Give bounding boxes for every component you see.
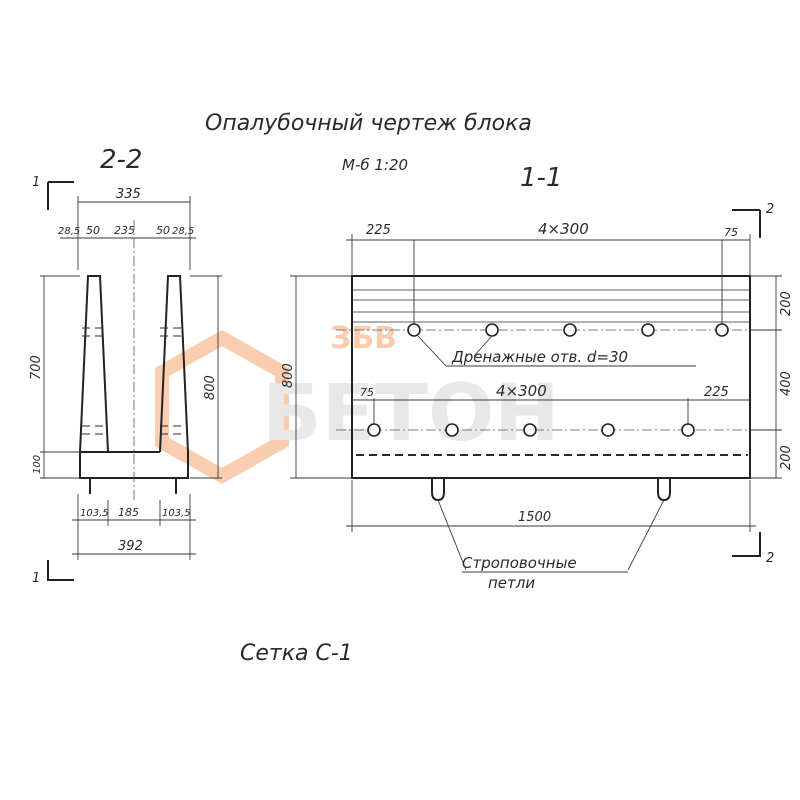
section-1-1-title: 1-1 [520, 163, 562, 193]
section-2-2-drawing: 335 28,5 50 235 50 28,5 700 100 800 103,… [29, 187, 222, 560]
svg-text:1500: 1500 [518, 510, 551, 525]
svg-text:28,5: 28,5 [172, 226, 194, 237]
drain-hole [407, 323, 421, 337]
section-2-2-title: 2-2 [100, 145, 142, 175]
svg-text:1: 1 [32, 571, 40, 586]
drawing-title: Опалубочный чертеж блока [205, 111, 532, 136]
svg-text:75: 75 [360, 386, 374, 399]
svg-text:103,5: 103,5 [162, 508, 191, 519]
drain-hole [601, 423, 615, 437]
svg-text:200: 200 [779, 291, 794, 316]
svg-text:28,5: 28,5 [58, 226, 80, 237]
section-1-1-drawing: 225 4×300 75 75 4×300 225 800 200 400 20… [281, 220, 794, 592]
watermark-main-text: БЕТОН [262, 369, 560, 459]
drain-hole [445, 423, 459, 437]
drain-hole [681, 423, 695, 437]
drain-hole [523, 423, 537, 437]
svg-text:4×300: 4×300 [496, 382, 547, 400]
svg-text:50: 50 [156, 224, 170, 237]
watermark-top-text: ЗБВ [330, 321, 397, 356]
svg-text:185: 185 [118, 506, 139, 519]
watermark-logo-icon [155, 329, 289, 485]
svg-text:1: 1 [32, 175, 40, 190]
drain-hole [715, 323, 729, 337]
dim-335: 335 [116, 187, 141, 202]
svg-text:200: 200 [779, 445, 794, 470]
watermark: ЗБВ БЕТОН [155, 321, 560, 485]
lifting-loops-label-1: Строповочные [462, 554, 577, 572]
svg-text:700: 700 [29, 355, 44, 380]
svg-text:100: 100 [32, 455, 43, 474]
svg-text:800: 800 [203, 375, 218, 400]
drain-hole [563, 323, 577, 337]
svg-text:50: 50 [86, 224, 100, 237]
drain-hole [485, 323, 499, 337]
scale-label: М-б 1:20 [342, 156, 408, 174]
svg-text:800: 800 [281, 363, 296, 388]
cut-mark-right: 2 2 [732, 202, 774, 566]
svg-text:225: 225 [704, 385, 729, 400]
mesh-title: Сетка С-1 [240, 641, 353, 666]
drain-hole [641, 323, 655, 337]
svg-text:103,5: 103,5 [80, 508, 109, 519]
svg-text:392: 392 [118, 539, 143, 554]
cut-mark-left: 1 1 [32, 175, 74, 586]
svg-text:2: 2 [766, 551, 774, 566]
lifting-loops-label-2: петли [488, 574, 535, 592]
svg-text:225: 225 [366, 223, 391, 238]
svg-text:75: 75 [724, 226, 738, 239]
svg-text:235: 235 [114, 224, 135, 237]
svg-text:2: 2 [766, 202, 774, 217]
svg-text:400: 400 [779, 371, 794, 396]
drain-hole [367, 423, 381, 437]
drain-holes-label: Дренажные отв. d=30 [451, 348, 628, 366]
svg-text:4×300: 4×300 [538, 220, 589, 238]
